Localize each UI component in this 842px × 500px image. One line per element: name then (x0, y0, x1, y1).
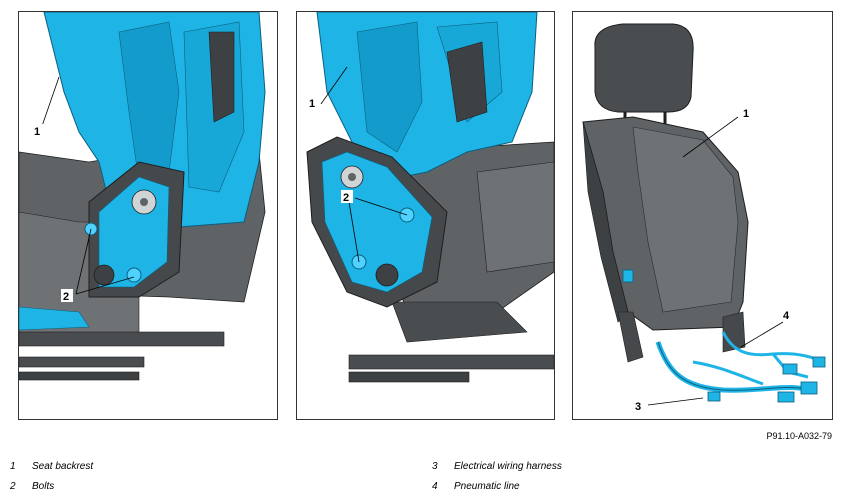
seat-backrest-removal-illustration-2: 1 2 (306, 12, 554, 383)
illustration-panel-3: 1 3 4 (572, 11, 833, 420)
legend-label: Pneumatic line (454, 481, 520, 492)
legend-label: Bolts (32, 481, 55, 492)
callout-1: 1 (34, 126, 40, 138)
legend-number: 2 (10, 481, 16, 492)
illustration-panel-2: 1 2 (296, 11, 555, 420)
callout-2: 2 (63, 291, 69, 303)
figure-reference: P91.10-A032-79 (766, 431, 832, 441)
seat-backrest-harness-illustration: 1 3 4 (582, 23, 826, 413)
legend-item: 3 Electrical wiring harness (432, 461, 562, 472)
legend-number: 3 (432, 461, 438, 472)
seat-backrest-removal-illustration-1: 1 2 (19, 12, 266, 381)
legend-label: Seat backrest (32, 461, 94, 472)
legend-number: 4 (432, 481, 438, 492)
legend-item: 2 Bolts (10, 481, 54, 492)
illustration-panel-1: 1 2 (18, 11, 278, 420)
legend-item: 1 Seat backrest (10, 461, 93, 472)
legend-number: 1 (10, 461, 16, 472)
callout-3: 3 (635, 401, 641, 413)
legend-label: Electrical wiring harness (454, 461, 562, 472)
legend-item: 4 Pneumatic line (432, 481, 520, 492)
callout-1: 1 (309, 98, 315, 110)
callout-2: 2 (343, 192, 349, 204)
callout-1: 1 (743, 108, 749, 120)
callout-4: 4 (783, 310, 790, 322)
